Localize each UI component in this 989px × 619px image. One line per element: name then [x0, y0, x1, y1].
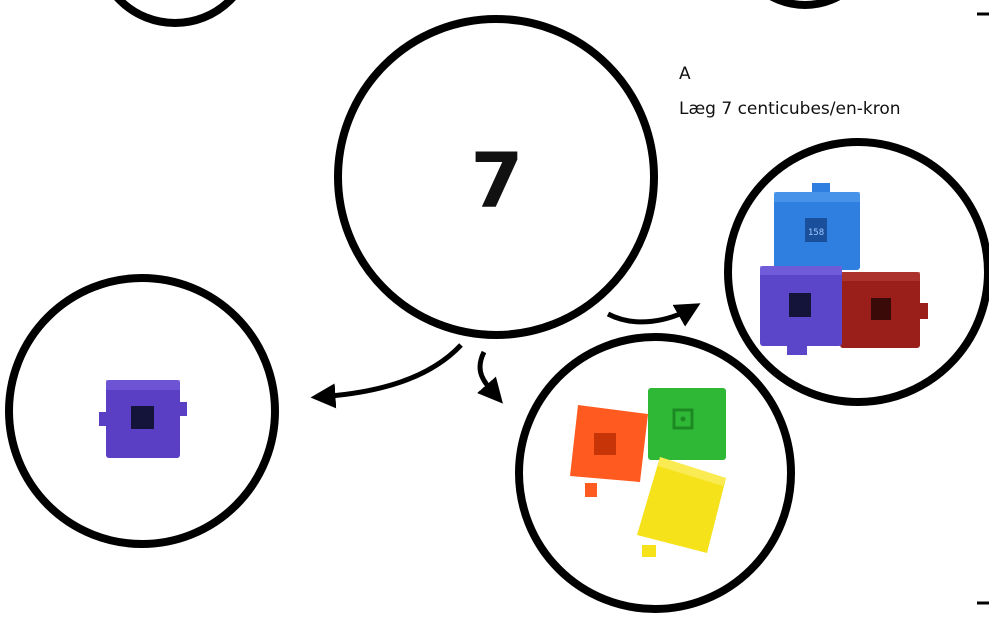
cube-violet — [760, 266, 842, 355]
group-three-cubes-alt: 158 — [724, 138, 989, 406]
task-label: A — [679, 64, 691, 84]
center-circle — [334, 15, 658, 339]
group-three-cubes — [515, 333, 795, 613]
cube-green — [648, 388, 726, 460]
cube-purple — [99, 380, 187, 458]
cube-blue: 158 — [774, 183, 860, 270]
top-left-partial-circle — [114, 0, 236, 27]
cube-darkred — [840, 272, 928, 348]
arrow-to-one-cube — [310, 343, 463, 409]
cube-orange — [570, 405, 648, 497]
top-right-partial-circle — [769, 0, 841, 9]
center-number: 7 — [471, 136, 524, 225]
arrow-to-three-cubes-alt — [606, 303, 701, 327]
bottom-circle — [515, 333, 795, 613]
cube-yellow — [637, 457, 726, 557]
arrow-to-three-cubes — [477, 350, 503, 404]
group-one-cube — [5, 274, 279, 548]
cube-stamp: 158 — [808, 228, 824, 238]
task-instruction: Læg 7 centicubes/en-kron — [679, 99, 901, 119]
